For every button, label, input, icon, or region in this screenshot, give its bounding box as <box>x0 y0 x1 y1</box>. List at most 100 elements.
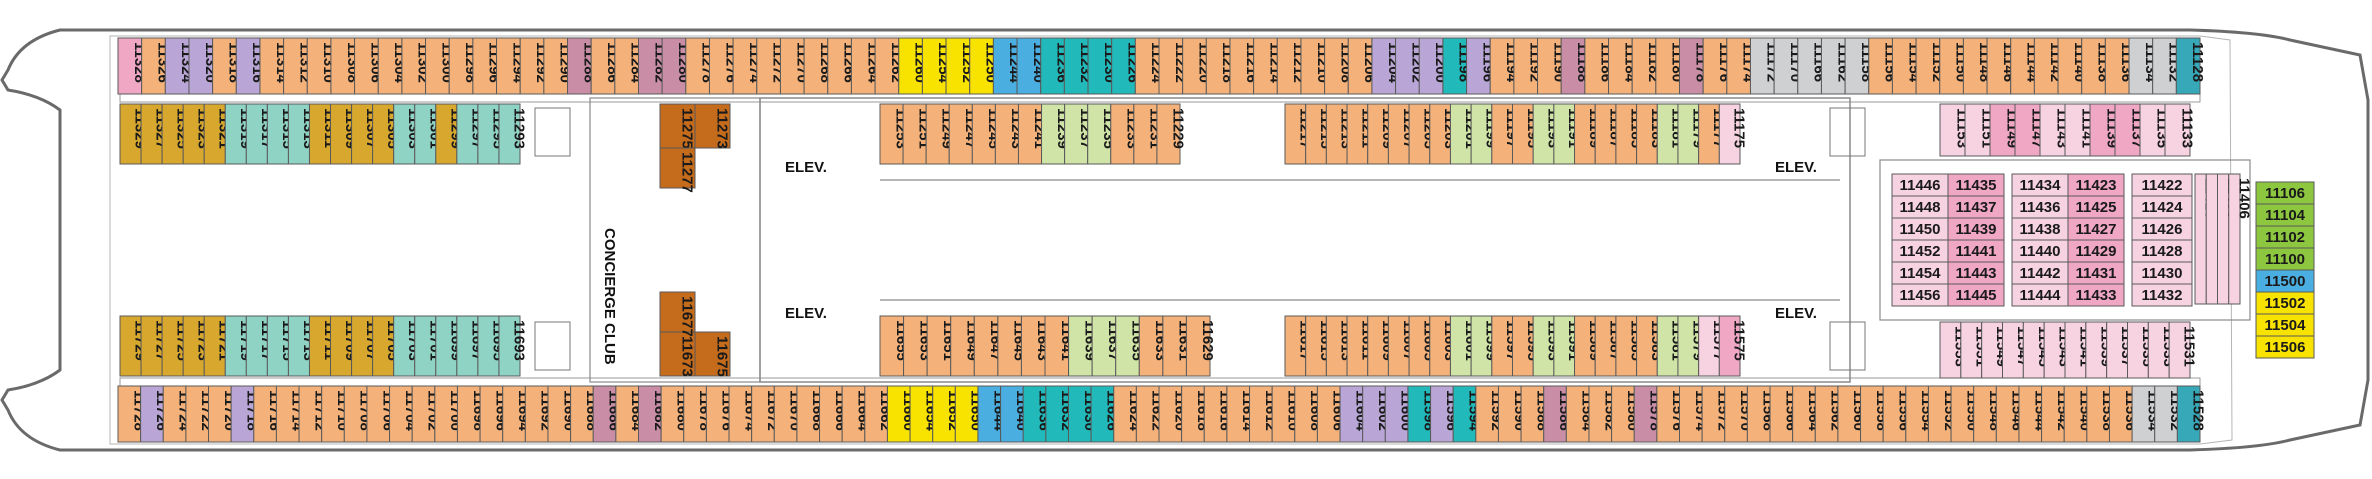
cabin-top-mid[interactable]: 11229 <box>1156 103 1187 165</box>
cabin-center-block[interactable]: 11456 <box>1891 283 1949 307</box>
cabin-number: 11445 <box>1956 287 1997 304</box>
cabin-number: 11273 <box>714 108 731 149</box>
cabin-concierge[interactable]: 11677 <box>659 291 696 337</box>
cabin-number: 11675 <box>714 336 731 377</box>
cabin-bow-suite[interactable]: 11100 <box>2255 247 2315 271</box>
cabin-center-block[interactable]: 11427 <box>2067 217 2125 241</box>
cabin-number: 11443 <box>1956 265 1997 282</box>
cabin-bow-suite[interactable]: 11504 <box>2255 313 2315 337</box>
cabin-top-fwd[interactable]: 11133 <box>2164 103 2196 157</box>
cabin-box <box>1156 103 1181 165</box>
cabin-center-block[interactable]: 11450 <box>1891 217 1949 241</box>
cabin-number: 11104 <box>2265 207 2306 224</box>
cabin-number: 11434 <box>2020 177 2062 194</box>
cabin-center-block[interactable]: 11442 <box>2011 261 2069 285</box>
cabin-number: 11106 <box>2265 185 2305 202</box>
cabin-box <box>498 103 521 165</box>
cabin-box <box>1718 103 1741 165</box>
cabin-top-mid[interactable]: 11175 <box>1718 103 1748 165</box>
cabin-bottom-outer[interactable]: 11544 <box>2018 385 2048 443</box>
elevator-label-fwd-bottom: ELEV. <box>1775 305 1817 322</box>
cabin-number: 11133 <box>2179 108 2196 148</box>
cabin-number: 11693 <box>510 320 527 361</box>
cabin-top-inner[interactable]: 11319 <box>224 103 254 165</box>
cabin-center-block[interactable]: 11441 <box>1947 239 2005 263</box>
cabin-center-block[interactable]: 11435 <box>1947 173 2005 197</box>
cabin-concierge[interactable]: 11675 <box>694 331 731 377</box>
cabin-center-block[interactable]: 11424 <box>2131 195 2193 219</box>
cabin-box <box>1185 315 1211 377</box>
cabin-box <box>2131 283 2193 307</box>
cabin-center-block[interactable]: 11448 <box>1891 195 1949 219</box>
cabin-center-block[interactable]: 11434 <box>2011 173 2069 197</box>
cabin-center-block[interactable]: 11431 <box>2067 261 2125 285</box>
cabin-center-block[interactable]: 11432 <box>2131 283 2193 307</box>
cabin-center-vertical[interactable]: 11406 <box>2228 173 2253 305</box>
cabin-number: 11673 <box>679 336 696 377</box>
cabin-box <box>1989 103 2016 157</box>
cabin-top-inner[interactable]: 11293 <box>498 103 528 165</box>
cabin-center-block[interactable]: 11423 <box>2067 173 2125 197</box>
cabin-concierge[interactable]: 11277 <box>659 147 696 193</box>
cabin-center-block[interactable]: 11433 <box>2067 283 2125 307</box>
cabin-top-outer[interactable]: 11128 <box>2175 37 2206 95</box>
cabin-top-inner[interactable]: 11315 <box>266 103 296 165</box>
cabin-bottom-outer[interactable]: 11608 <box>1294 385 1324 443</box>
cabin-center-block[interactable]: 11454 <box>1891 261 1949 285</box>
cabin-center-block[interactable]: 11430 <box>2131 261 2193 285</box>
cabin-bottom-inner[interactable]: 11693 <box>498 315 528 377</box>
cabin-center-block[interactable]: 11429 <box>2067 239 2125 263</box>
cabin-bow-suite[interactable]: 11500 <box>2255 269 2315 293</box>
cabin-bow-suite[interactable]: 11102 <box>2255 225 2315 249</box>
elevator-label-fwd-top: ELEV. <box>1775 159 1817 176</box>
cabin-concierge[interactable]: 11273 <box>694 103 731 149</box>
cabin-number: 11293 <box>510 108 527 149</box>
cabin-center-block[interactable]: 11437 <box>1947 195 2005 219</box>
cabin-center-block[interactable]: 11422 <box>2131 173 2193 197</box>
cabin-center-block[interactable]: 11428 <box>2131 239 2193 263</box>
cabin-number: 11102 <box>2265 229 2305 246</box>
cabin-center-block[interactable]: 11426 <box>2131 217 2193 241</box>
cabin-number: 11275 <box>679 108 696 149</box>
cabin-bottom-mid[interactable]: 11629 <box>1185 315 1216 377</box>
cabin-top-outer[interactable]: 11304 <box>377 37 408 95</box>
cabin-center-block[interactable]: 11439 <box>1947 217 2005 241</box>
cabin-number: 11442 <box>2020 265 2061 282</box>
cabin-bow-suite[interactable]: 11106 <box>2255 181 2315 205</box>
cabin-center-block[interactable]: 11452 <box>1891 239 1949 263</box>
cabin-number: 11677 <box>679 296 696 337</box>
cabin-number: 11435 <box>1956 177 1997 194</box>
cabin-number: 11506 <box>2265 339 2306 356</box>
stairs-icon <box>534 107 1866 371</box>
cabin-center-block[interactable]: 11446 <box>1891 173 1949 197</box>
cabin-box <box>1939 103 1966 157</box>
cabin-number: 11430 <box>2142 265 2183 282</box>
cabin-bottom-outer[interactable]: 11528 <box>2176 385 2207 443</box>
cabin-number: 11128 <box>2189 42 2206 82</box>
cabin-concierge[interactable]: 11673 <box>659 331 696 377</box>
cabin-top-outer[interactable]: 11134 <box>2128 37 2159 95</box>
cabin-number: 11441 <box>1956 243 1997 260</box>
cabin-center-block[interactable]: 11436 <box>2011 195 2069 219</box>
cabin-bottom-outer[interactable]: 11708 <box>343 385 374 443</box>
cabin-center-block[interactable]: 11440 <box>2011 239 2069 263</box>
cabin-bow-suite[interactable]: 11104 <box>2255 203 2315 227</box>
cabin-number: 11504 <box>2265 317 2307 334</box>
cabin-concierge[interactable]: 11275 <box>659 103 696 149</box>
cabin-bottom-fwd[interactable]: 11531 <box>2168 321 2198 379</box>
cabin-center-block[interactable]: 11444 <box>2011 283 2069 307</box>
cabin-center-block[interactable]: 11445 <box>1947 283 2005 307</box>
cabin-center-block[interactable]: 11443 <box>1947 261 2005 285</box>
cabin-number: 11436 <box>2020 199 2061 216</box>
cabin-box <box>694 103 731 149</box>
cabin-box <box>2039 103 2066 157</box>
cabin-bow-suite[interactable]: 11502 <box>2255 291 2315 315</box>
cabin-center-block[interactable]: 11438 <box>2011 217 2069 241</box>
cabin-bow-suite[interactable]: 11506 <box>2255 335 2315 359</box>
cabin-number: 11502 <box>2265 295 2306 312</box>
cabin-number: 11277 <box>679 152 696 193</box>
cabin-box <box>2228 173 2241 305</box>
cabin-bottom-mid[interactable]: 11575 <box>1718 315 1748 377</box>
cabin-number: 11450 <box>1900 221 1941 238</box>
cabin-center-block[interactable]: 11425 <box>2067 195 2125 219</box>
